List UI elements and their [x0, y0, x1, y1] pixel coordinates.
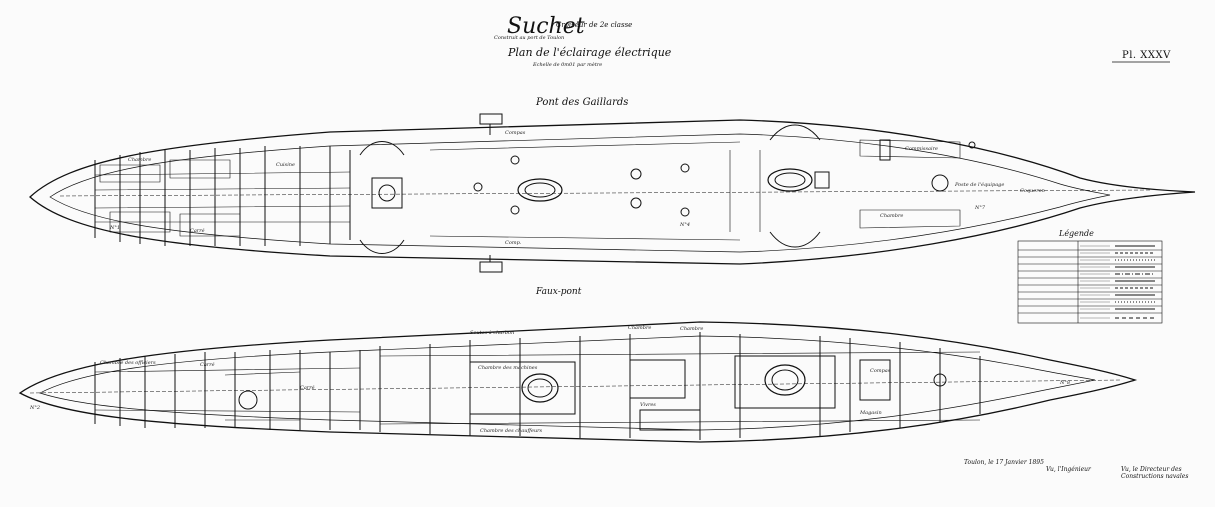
room-label: Compas [505, 130, 526, 136]
room-label: N°2 [30, 405, 41, 411]
signature-left: Toulon, le 17 Janvier 1895 [964, 459, 1044, 466]
room-label: Chambre des officiers [100, 360, 156, 366]
room-label: Cuisine [276, 162, 295, 168]
legend-table [1017, 240, 1163, 324]
drawing-title: Suchet [507, 14, 585, 39]
scale-note: Echelle de 0m01 par mètre [533, 62, 603, 68]
room-label: Chambre des machines [478, 365, 538, 371]
room-label: Chambre [628, 325, 652, 331]
drawing-description: Construit au port de Toulon [494, 35, 565, 41]
room-label: N°7 [975, 205, 986, 211]
legend-title: Légende [1059, 229, 1094, 238]
drawing-subtitle: Croiseur de 2e classe [556, 21, 633, 29]
room-label: Chambre des chauffeurs [480, 428, 543, 434]
room-label: N°1 [110, 225, 121, 231]
room-label: Poste de l'équipage [955, 182, 1005, 188]
lower-deck-plan [18, 321, 1138, 443]
room-label: Comp. [505, 240, 522, 246]
room-label: Coqueron [1020, 188, 1045, 194]
room-label: Magasin [860, 410, 882, 416]
room-label: Soutes à charbon [470, 330, 515, 336]
room-label: Chambre [680, 326, 704, 332]
room-label: Vivres [640, 402, 656, 408]
room-label: Carré [190, 228, 205, 234]
room-label: N°8 [1060, 380, 1071, 386]
signature-right: Vu, le Directeur des Constructions naval… [1121, 466, 1189, 480]
room-label: N°4 [680, 222, 691, 228]
room-label: Carré [300, 385, 315, 391]
room-label: Chambre [880, 213, 904, 219]
room-label: Carré [200, 362, 215, 368]
signature-middle: Vu, l'Ingénieur [1046, 466, 1091, 473]
upper-deck-plan [29, 113, 1196, 273]
lower-deck-caption: Faux-pont [536, 287, 582, 297]
plan-title: Plan de l'éclairage électrique [508, 46, 672, 59]
plate-number: Pl. XXXV [1122, 50, 1171, 61]
upper-deck-caption: Pont des Gaillards [536, 97, 629, 108]
room-label: Chambre [128, 157, 152, 163]
room-label: Compas [870, 368, 891, 374]
room-label: Commissaire [905, 146, 938, 152]
